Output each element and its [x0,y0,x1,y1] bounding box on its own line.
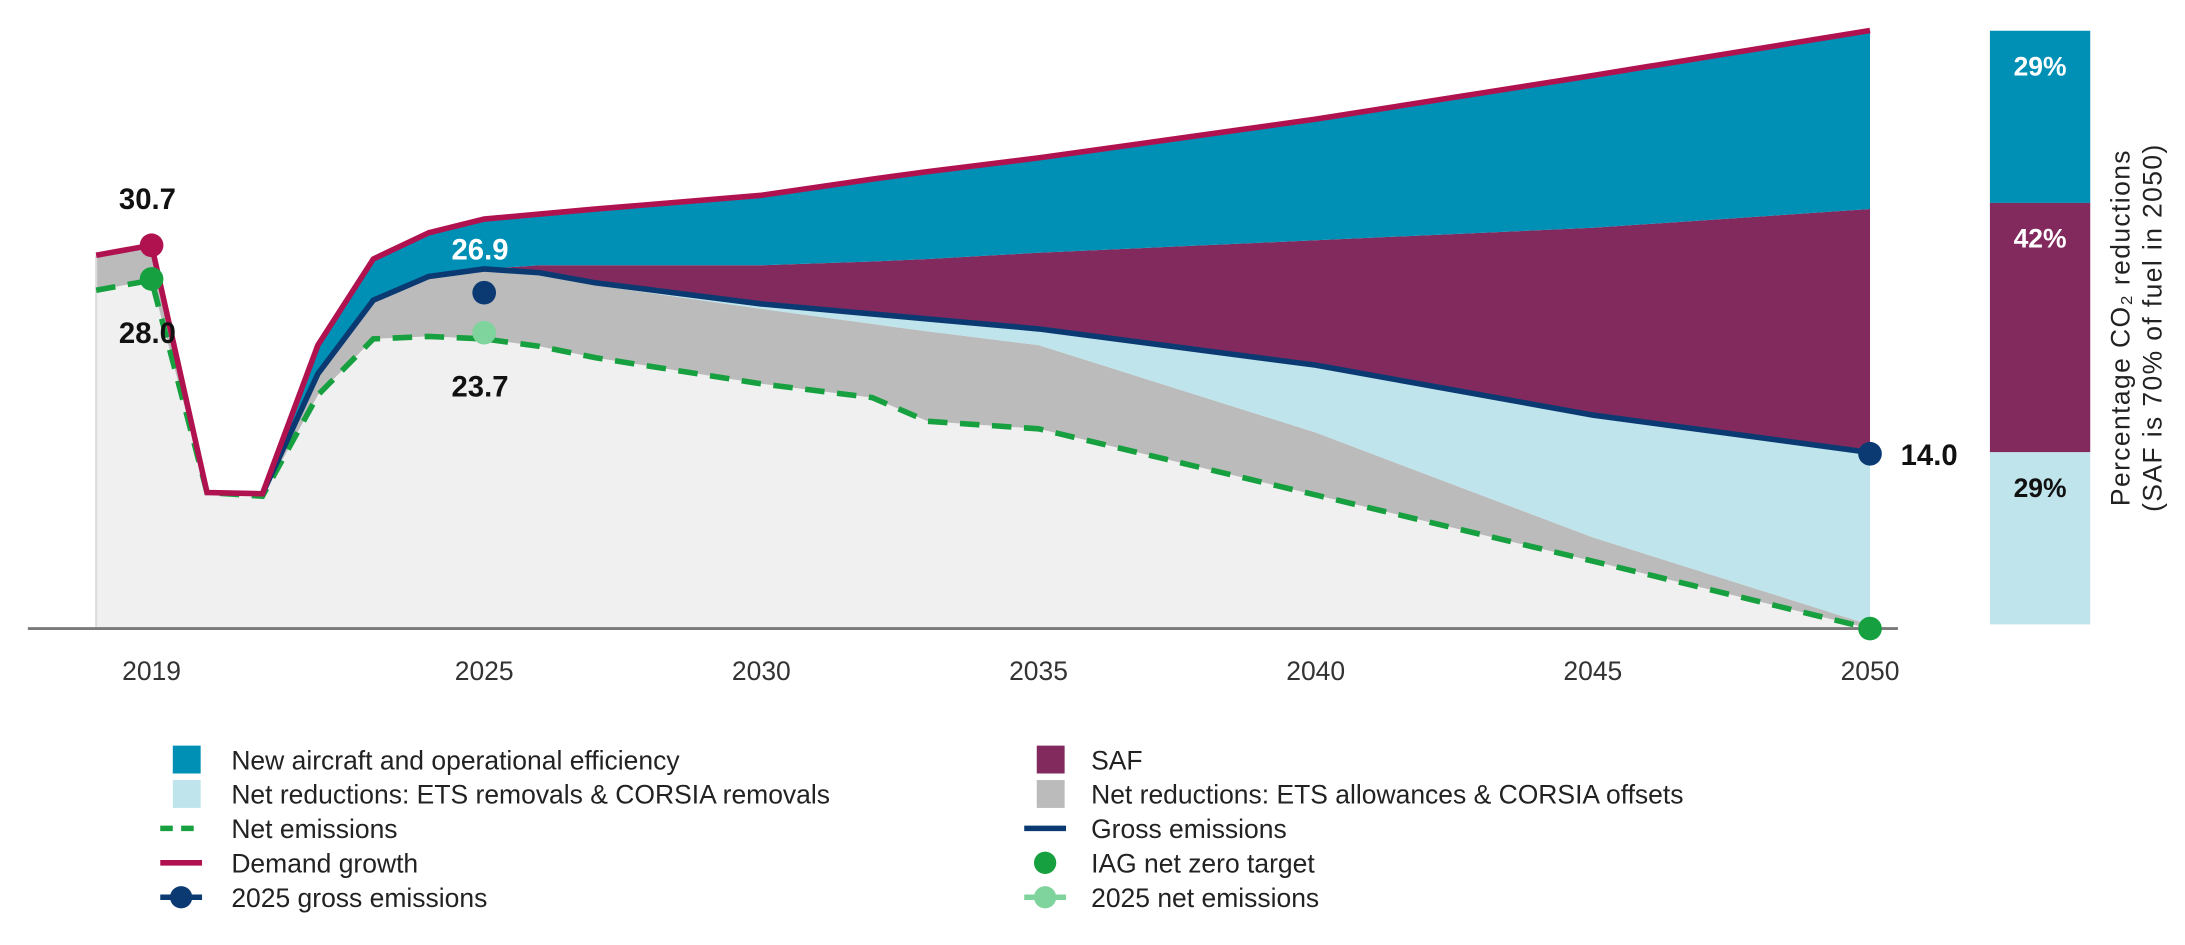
point-value-label: 14.0 [1901,440,1958,472]
area-net-emissions-base [96,280,1871,629]
legend-swatch-box [1036,745,1065,774]
x-tick-label: 2030 [732,656,791,686]
legend-item: SAF [1036,745,1143,775]
x-tick-label: 2045 [1563,656,1622,686]
gross-emissions-line [259,266,1871,495]
x-tick-label: 2050 [1841,656,1900,686]
x-axis-ticks: 2019 2025 2030 2035 2040 2045 2050 [122,656,1899,686]
net-emissions-line [95,277,1871,632]
reduction-bar-title-line1: Percentage CO₂ reductions [2105,149,2135,506]
legend: New aircraft and operational efficiency S… [160,745,1683,913]
x-tick-label: 2040 [1286,656,1345,686]
point-value-label: 23.7 [452,372,509,404]
reduction-bar-title-line2: (SAF is 70% of fuel in 2050) [2137,143,2167,512]
legend-item: 2025 gross emissions [160,883,487,913]
point-value-label: 28.0 [119,318,176,350]
legend-swatch-linedot-marker [1033,886,1057,909]
legend-swatch-box [1036,780,1065,808]
area-saf [96,209,1871,494]
point-2019-demand [139,233,164,258]
x-tick-label: 2019 [122,656,181,686]
legend-label: Net reductions: ETS allowances & CORSIA … [1091,780,1683,810]
point-2019-net [139,267,164,291]
legend-label: Net emissions [231,814,397,844]
area-new-aircraft-operational-efficiency [96,30,1871,494]
point-markers: 30.7 28.0 26.9 23.7 14.0 [119,184,1958,641]
x-tick-label: 2025 [455,656,514,686]
point-iag-net-zero-target [1858,616,1882,641]
legend-label: Demand growth [231,849,418,879]
legend-label: 2025 net emissions [1091,883,1319,913]
legend-label: SAF [1091,745,1142,775]
reduction-bar-segment [1989,452,2091,625]
legend-item: Demand growth [160,849,418,879]
legend-swatch-dot [1033,851,1057,874]
reduction-bar-percent-label: 29% [2014,473,2067,503]
legend-label: New aircraft and operational efficiency [231,745,680,775]
series-lines [95,27,1871,632]
stacked-areas [95,30,1871,629]
legend-item: Net emissions [160,814,398,844]
legend-item: IAG net zero target [1033,849,1315,879]
reduction-bar-segment [1989,202,2091,453]
area-ets-removals-corsia-removals [96,245,1871,625]
legend-item: Gross emissions [1024,814,1287,844]
demand-growth-line [95,27,1871,497]
legend-item: New aircraft and operational efficiency [172,745,680,775]
point-2025-gross-emissions [472,280,497,305]
legend-item: 2025 net emissions [1024,883,1319,913]
reduction-bar-percent-label: 29% [2014,51,2067,81]
area-ets-allowances-corsia-offsets [96,245,1871,629]
legend-swatch-linedot-marker [170,886,193,909]
legend-swatch-box [172,780,201,808]
x-tick-label: 2035 [1009,656,1068,686]
reduction-percentage-bar: 29% 42% 29% [1989,30,2091,625]
legend-item: Net reductions: ETS allowances & CORSIA … [1036,780,1683,810]
point-2025-net-emissions [472,320,497,345]
reduction-bar-percent-label: 42% [2014,224,2067,254]
legend-label: IAG net zero target [1091,849,1315,879]
legend-label: Gross emissions [1091,814,1287,844]
point-value-label: 26.9 [452,234,509,266]
legend-swatch-box [172,745,201,774]
point-value-label: 30.7 [119,184,176,216]
legend-label: Net reductions: ETS removals & CORSIA re… [231,780,830,810]
legend-item: Net reductions: ETS removals & CORSIA re… [172,780,830,810]
reduction-bar-segment [1989,30,2091,203]
point-2050-gross [1858,441,1882,466]
legend-label: 2025 gross emissions [231,883,487,913]
